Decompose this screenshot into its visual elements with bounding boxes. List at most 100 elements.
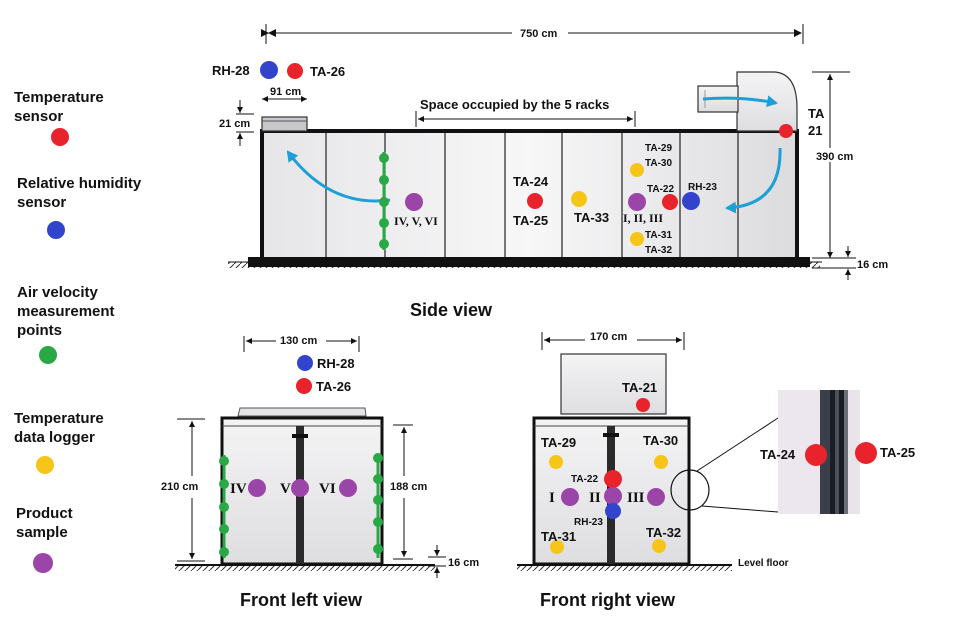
side-height-dimension: 390 cm <box>816 151 854 163</box>
side-trailer-body <box>260 129 799 261</box>
front-right-ta31-label: TA-31 <box>541 529 576 544</box>
front-right-ta29-label: TA-29 <box>541 435 576 450</box>
side-inlet-height-dimension: 21 cm <box>219 118 250 130</box>
side-ta33-label: TA-33 <box>574 210 609 225</box>
legend-temperature-text: Temperature <box>14 89 104 106</box>
side-ta24-label: TA-24 <box>513 174 549 189</box>
side-ta31-label: TA-31 <box>645 230 672 241</box>
legend-logger-text-line2: data logger <box>14 429 95 446</box>
side-rh28-sensor <box>260 61 278 79</box>
side-airflow-return-arrow <box>286 150 391 203</box>
front-right-rh23-label: RH-23 <box>574 517 603 528</box>
side-air-velocity-points <box>379 153 389 249</box>
front-right-p3-label: III <box>627 490 645 506</box>
front-left-view: 130 cm RH-28 TA-26 <box>161 333 479 610</box>
side-product-iv-v-vi <box>405 193 423 211</box>
front-left-p5-label: V <box>280 481 291 497</box>
front-right-ta22-label: TA-22 <box>571 474 598 485</box>
front-right-ta32-label: TA-32 <box>646 525 681 540</box>
zoom-ta24-sensor <box>805 444 827 466</box>
side-inlet <box>261 116 308 132</box>
legend-logger-label: Temperature data logger <box>14 410 108 446</box>
front-right-ta31-logger <box>550 540 564 554</box>
front-left-product-vi <box>339 479 357 497</box>
legend-humidity-text-line2: sensor <box>17 194 66 211</box>
front-left-rh28-label: RH-28 <box>317 356 355 371</box>
front-right-product-ii <box>604 487 622 505</box>
side-ta26-sensor <box>287 63 303 79</box>
side-ta24-25-sensor <box>527 193 543 209</box>
side-ta26-label: TA-26 <box>310 64 345 79</box>
front-left-air-velocity-points <box>219 453 383 557</box>
front-left-base-dimension: 16 cm <box>448 557 479 569</box>
legend-air-velocity-label: Air velocity measurement points <box>17 284 115 339</box>
side-ta22-sensor <box>662 194 678 210</box>
side-product-i-ii-iii <box>628 193 646 211</box>
side-ta29-30-logger <box>630 163 644 177</box>
side-panel-dividers <box>325 133 739 257</box>
side-ta25-label: TA-25 <box>513 213 548 228</box>
side-ta30-label: TA-30 <box>645 158 672 169</box>
side-rack-left-label: IV, V, VI <box>394 214 438 228</box>
side-view-title: Side view <box>410 300 493 320</box>
legend-humidity-text: Relative humidity <box>17 175 142 192</box>
legend-air-velocity-text: Air velocity <box>17 284 99 301</box>
side-airflow-down-arrow <box>725 147 782 214</box>
front-right-ta30-label: TA-30 <box>643 433 678 448</box>
front-left-inner-height-dimension: 188 cm <box>390 481 428 493</box>
front-right-zoom-circle <box>670 469 710 511</box>
legend-air-velocity-text-line3: points <box>17 322 62 339</box>
legend-temperature-label: Temperature sensor <box>14 89 108 125</box>
side-length-dimension: 750 cm <box>520 28 558 40</box>
side-ta33-logger <box>571 191 587 207</box>
side-ta21-label-b: 21 <box>808 123 822 138</box>
legend-temperature-dot <box>51 128 69 146</box>
legend-air-velocity-text-line2: measurement <box>17 303 115 320</box>
front-right-width-dimension: 170 cm <box>590 331 628 343</box>
zoom-ta25-label: TA-25 <box>880 445 915 460</box>
front-right-product-i <box>561 488 579 506</box>
front-left-rh28-sensor <box>297 355 313 371</box>
front-right-view: 170 cm TA-21 Level floor TA-29 TA-30 TA-… <box>517 330 789 610</box>
front-right-p2-label: II <box>589 490 601 506</box>
front-right-product-iii <box>647 488 665 506</box>
legend-temperature-text-line2: sensor <box>14 108 63 125</box>
side-ta22-label: TA-22 <box>647 184 674 195</box>
side-rh28-label: RH-28 <box>212 63 250 78</box>
front-left-p4-label: IV <box>230 481 247 497</box>
legend-product-text: Product <box>16 505 73 522</box>
front-right-ta22-sensor <box>604 470 622 488</box>
front-left-height-dimension: 210 cm <box>161 481 199 493</box>
front-left-width-dimension: 130 cm <box>280 335 318 347</box>
legend-logger-dot <box>36 456 54 474</box>
front-right-p1-label: I <box>549 490 555 506</box>
front-right-floor-label: Level floor <box>738 558 789 569</box>
front-left-p6-label: VI <box>319 481 336 497</box>
zoom-ta24-label: TA-24 <box>760 447 796 462</box>
front-left-ta26-label: TA-26 <box>316 379 351 394</box>
zoom-ta25-sensor <box>855 442 877 464</box>
front-left-top-plate <box>237 407 367 417</box>
side-base-dimension: 16 cm <box>857 259 888 271</box>
side-ta21-sensor <box>779 124 793 138</box>
front-right-ta32-logger <box>652 539 666 553</box>
side-inlet-width-dimension: 91 cm <box>270 86 301 98</box>
side-ta21-label-a: TA <box>808 106 825 121</box>
front-right-ta21-label: TA-21 <box>622 380 657 395</box>
front-right-ta29-logger <box>549 455 563 469</box>
front-left-ta26-sensor <box>296 378 312 394</box>
legend-product-text-line2: sample <box>16 524 68 541</box>
front-right-rh23-sensor <box>605 503 621 519</box>
side-racks-label: Space occupied by the 5 racks <box>420 97 609 112</box>
front-left-product-v <box>291 479 309 497</box>
front-left-product-iv <box>248 479 266 497</box>
legend-product-label: Product sample <box>16 505 77 541</box>
legend-air-velocity-dot <box>39 346 57 364</box>
side-view: IV, V, VI TA-24 TA-25 TA-33 TA-29 TA-30 … <box>212 24 888 320</box>
side-rh23-label: RH-23 <box>688 182 717 193</box>
side-base-beam <box>248 257 810 267</box>
zoom-inset: TA-24 TA-25 <box>760 390 915 514</box>
front-right-ta30-logger <box>654 455 668 469</box>
side-airflow-in-arrow <box>702 95 778 108</box>
